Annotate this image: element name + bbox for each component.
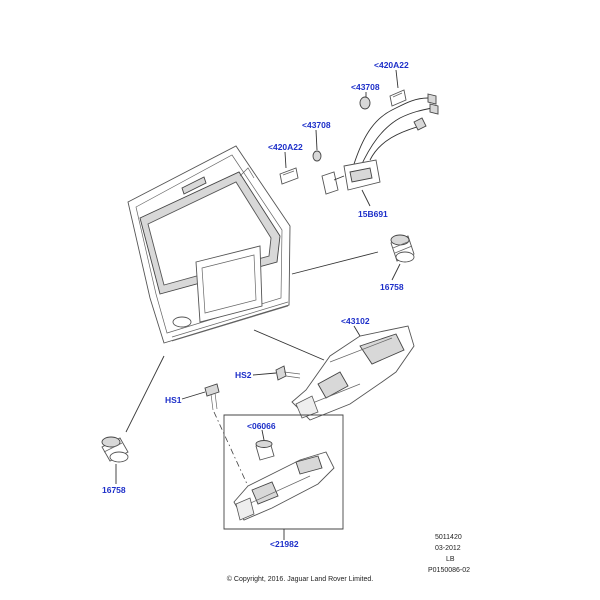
callout-hs2: HS2	[235, 370, 252, 380]
bump-stop-upper	[291, 234, 415, 275]
callout-21982: <21982	[270, 539, 299, 549]
harness-clips	[279, 89, 407, 185]
screw-hs1	[204, 383, 220, 411]
latch-assembly	[253, 325, 415, 421]
bump-stop-lower	[101, 355, 165, 463]
callout-16758-upper: 16758	[380, 282, 404, 292]
callout-420a22-top: <420A22	[374, 60, 409, 70]
meta-date: 03-2012	[435, 545, 461, 552]
callout-43708-upper: <43708	[351, 82, 380, 92]
callout-06066: <06066	[247, 421, 276, 431]
wiring-harness	[321, 93, 439, 195]
meta-drawing-number: P0150086-02	[428, 567, 471, 574]
centerline	[213, 411, 259, 509]
release-switch-group	[223, 414, 344, 530]
callout-43708-lower: <43708	[302, 120, 331, 130]
callout-420a22-left: <420A22	[268, 142, 303, 152]
screw-hs2	[275, 365, 301, 381]
callout-leaders	[115, 69, 401, 540]
callout-43102: <43102	[341, 316, 370, 326]
tailgate-panel	[127, 145, 291, 344]
callout-15b691: 15B691	[358, 209, 388, 219]
meta-code: 5011420	[435, 534, 462, 541]
copyright-notice: © Copyright, 2016. Jaguar Land Rover Lim…	[226, 576, 374, 583]
meta-region: LB	[446, 556, 455, 563]
callout-16758-lower: 16758	[102, 485, 126, 495]
callout-hs1: HS1	[165, 395, 182, 405]
